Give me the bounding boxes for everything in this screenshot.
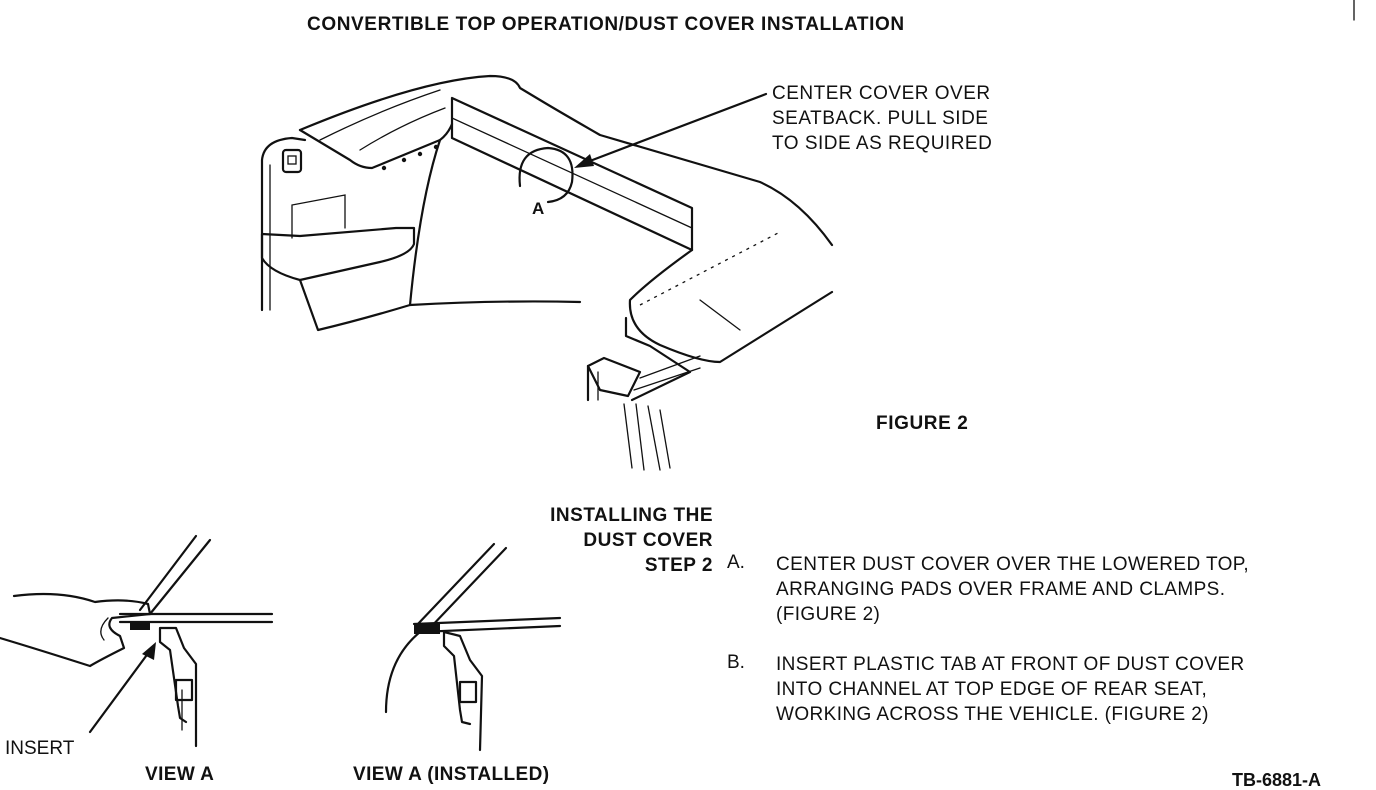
right-latch [586,356,642,398]
step-line: CENTER DUST COVER OVER THE LOWERED TOP, [776,554,1250,575]
installing-heading-line: INSTALLING THE [550,505,713,526]
figure-label: FIGURE 2 [876,413,969,434]
right-rail [624,316,692,402]
detail-circle-a [518,146,574,204]
callout-arrowhead [574,154,594,168]
step-line: (FIGURE 2) [776,604,881,625]
callout-leader [580,92,768,166]
step-line: ARRANGING PADS OVER FRAME AND CLAMPS. [776,579,1226,600]
callout-note: CENTER COVER OVER SEATBACK. PULL SIDE TO… [772,81,992,156]
step-line: INTO CHANNEL AT TOP EDGE OF REAR SEAT, [776,679,1208,700]
step-line: WORKING ACROSS THE VEHICLE. (FIGURE 2) [776,704,1209,725]
cover-right-fold [628,248,834,364]
left-body-panel [260,136,307,312]
step-b-text: INSERT PLASTIC TAB AT FRONT OF DUST COVE… [776,652,1245,727]
view-a-caption: VIEW A [145,764,215,785]
callout-line: CENTER COVER OVER [772,83,991,104]
left-armrest [260,226,416,282]
insert-arrow [88,646,154,734]
view-a-illustration [0,534,274,748]
installing-heading: INSTALLING THE DUST COVER STEP 2 [440,503,713,578]
installing-heading-line: DUST COVER [583,530,713,551]
view-a-installed-illustration [384,542,562,752]
main-illustration [260,74,834,471]
callout-line: SEATBACK. PULL SIDE [772,108,989,129]
hand [0,592,152,668]
step-line: INSERT PLASTIC TAB AT FRONT OF DUST COVE… [776,654,1245,675]
installing-heading-line: STEP 2 [644,555,713,576]
left-latch [281,148,303,174]
callout-line: TO SIDE AS REQUIRED [772,133,993,154]
step-b-letter: B. [727,652,745,673]
shading-lines [623,403,671,471]
step-a-text: CENTER DUST COVER OVER THE LOWERED TOP, … [776,552,1249,627]
reference-code: TB-6881-A [1232,770,1322,790]
insert-label: INSERT [5,738,75,759]
cover-top-edge [298,74,834,247]
installed-curve [384,630,422,714]
detail-label-a: A [532,199,545,218]
step-a-letter: A. [727,552,745,573]
page-title: CONVERTIBLE TOP OPERATION/DUST COVER INS… [307,14,905,35]
view-a-installed-caption: VIEW A (INSTALLED) [353,764,550,785]
channel [158,626,198,748]
